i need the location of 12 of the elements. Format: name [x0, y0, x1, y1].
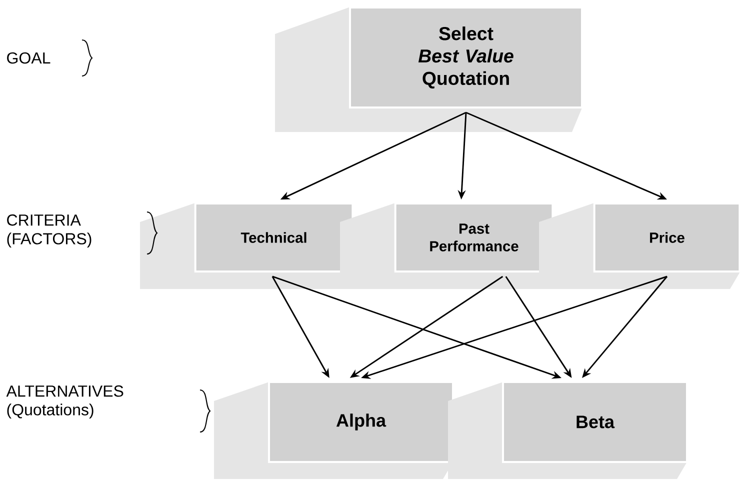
node-label: Alpha — [336, 414, 386, 430]
process-box: Technical — [140, 202, 354, 289]
level-label: CRITERIA (FACTORS) — [7, 214, 92, 248]
node-label: Past Performance — [430, 224, 518, 252]
process-box: Beta — [448, 381, 688, 479]
node-label: Technical — [240, 232, 306, 243]
process-box: Past Performance — [340, 202, 554, 289]
process-box: Select Best Value Quotation — [275, 6, 583, 132]
process-box: Price — [539, 202, 741, 289]
level-label: ALTERNATIVES (Quotations) — [6, 385, 124, 419]
level-label: GOAL — [7, 52, 50, 64]
process-box: Alpha — [214, 381, 454, 479]
